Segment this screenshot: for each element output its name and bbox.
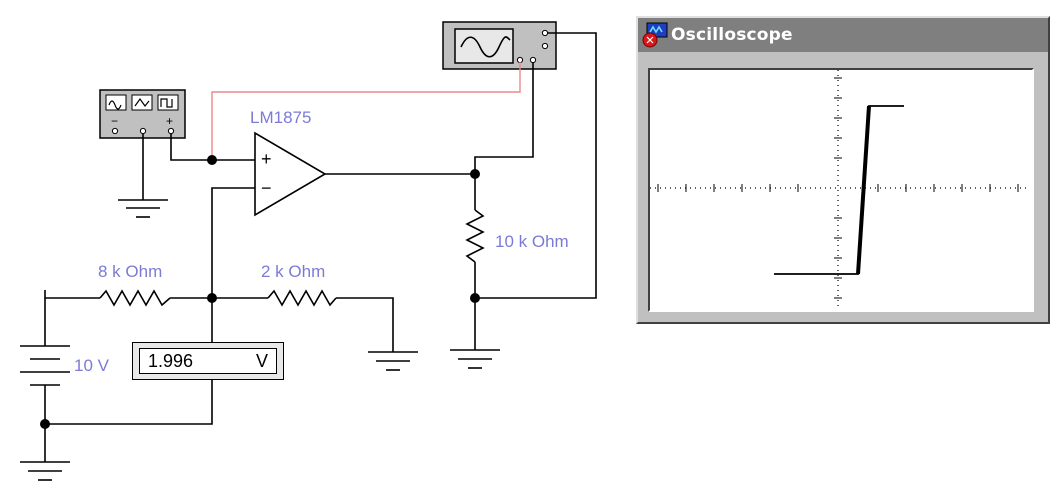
oscilloscope-window[interactable]: Oscilloscope [636, 16, 1050, 324]
svg-text:+: + [261, 149, 272, 169]
r-output-label: 10 k Ohm [495, 232, 569, 251]
probe-wire [211, 62, 521, 158]
output-ground [450, 298, 500, 369]
resistor-10k[interactable] [465, 174, 485, 298]
voltmeter-value: 1.996 [148, 350, 194, 371]
oscilloscope-instrument[interactable] [442, 21, 557, 70]
voltmeter-display: 1.996 V [139, 348, 277, 374]
svg-text:−: − [111, 114, 118, 128]
voltmeter-unit: V [255, 350, 268, 371]
junction-node [207, 155, 217, 165]
battery-label: 10 V [74, 356, 110, 375]
fg-ground [118, 134, 168, 218]
resistor-2k[interactable] [212, 289, 394, 352]
oscilloscope-grid [650, 70, 1028, 306]
r-left-label: 8 k Ohm [98, 262, 162, 281]
opamp-label: LM1875 [250, 108, 311, 127]
voltmeter[interactable]: 1.996 V [132, 342, 284, 380]
battery-ground [20, 424, 70, 481]
svg-text:+: + [166, 114, 173, 128]
opamp-lm1875[interactable]: + − [254, 131, 327, 217]
svg-text:−: − [261, 178, 272, 198]
battery-10v[interactable] [20, 298, 70, 424]
oscilloscope-screen [648, 68, 1034, 312]
oscilloscope-title-bar[interactable]: Oscilloscope [638, 18, 1048, 52]
resistor-8k[interactable] [44, 289, 212, 307]
oscilloscope-title: Oscilloscope [671, 25, 793, 45]
oscilloscope-app-icon [641, 21, 669, 49]
oscilloscope-trace [774, 105, 904, 275]
r-right-label: 2 k Ohm [261, 262, 325, 281]
r2k-ground [368, 351, 418, 371]
function-generator[interactable]: − + [99, 89, 186, 139]
